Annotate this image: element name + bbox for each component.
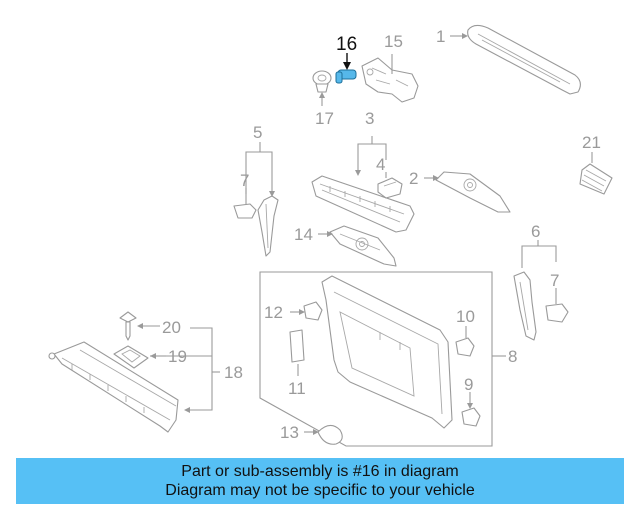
leader-18-bracket (188, 327, 213, 411)
part-20-screw (119, 311, 137, 341)
part-17-grommet (312, 70, 332, 93)
part-14-trim (329, 225, 397, 267)
leader-6 (521, 245, 557, 268)
part-10-clip (455, 337, 475, 357)
callout-7a: 7 (240, 171, 249, 190)
callout-11: 11 (288, 379, 306, 398)
assembly-8-box (259, 271, 493, 447)
part-6-pillar-trim-right (513, 271, 537, 341)
part-7-clip-right (545, 303, 569, 323)
callout-17: 17 (315, 109, 334, 128)
part-9-clip (461, 407, 481, 427)
part-5-pillar-trim-left (257, 195, 279, 257)
banner-line-part: Part or sub-assembly is #16 in diagram (181, 463, 459, 480)
callout-13: 13 (280, 423, 299, 442)
part-15-bracket (361, 57, 419, 103)
arrow-20 (137, 323, 143, 329)
callout-14: 14 (294, 225, 313, 244)
part-21-vent (579, 163, 613, 195)
callout-15: 15 (384, 32, 403, 51)
part-12-clip (303, 301, 323, 321)
callout-19: 19 (168, 347, 187, 366)
callout-9: 9 (464, 375, 473, 394)
arrow-14 (327, 231, 333, 237)
callout-2: 2 (409, 169, 418, 188)
callout-5: 5 (253, 123, 262, 142)
part-1-upper-trim (467, 24, 581, 95)
callout-21: 21 (582, 133, 601, 152)
callout-3: 3 (365, 109, 374, 128)
callout-16: 16 (336, 34, 357, 55)
arrow-5 (269, 191, 275, 197)
callout-10: 10 (456, 307, 475, 326)
part-13-plug (317, 424, 343, 445)
callout-18: 18 (224, 363, 243, 382)
part-19-handle (113, 345, 149, 369)
callout-1: 1 (436, 27, 445, 46)
arrow-18 (184, 407, 190, 413)
callout-4: 4 (376, 155, 385, 174)
info-banner: Part or sub-assembly is #16 in diagram D… (16, 458, 624, 504)
part-16-clip-highlighted (335, 69, 357, 84)
part-2-side-trim (435, 171, 511, 213)
banner-line-disclaimer: Diagram may not be specific to your vehi… (165, 482, 475, 499)
arrow-1 (462, 33, 468, 39)
callout-6: 6 (531, 222, 540, 241)
part-4-clip (377, 177, 403, 199)
arrow-17 (319, 92, 325, 98)
arrow-3 (355, 170, 361, 176)
part-3-scuff-plate (311, 175, 415, 233)
part-8-tailgate-panel (321, 275, 453, 429)
callout-12: 12 (264, 303, 283, 322)
part-18-cargo-cover (48, 341, 179, 433)
callout-8: 8 (508, 347, 517, 366)
part-11-pad (289, 329, 305, 363)
arrow-16 (343, 62, 351, 70)
leader-5 (245, 151, 273, 194)
callout-7b: 7 (550, 271, 559, 290)
arrow-12 (299, 309, 305, 315)
callout-20: 20 (162, 318, 181, 337)
part-7-clip-left (233, 203, 257, 219)
arrow-13 (313, 429, 319, 435)
arrow-2 (433, 175, 439, 181)
arrow-9 (467, 403, 473, 409)
